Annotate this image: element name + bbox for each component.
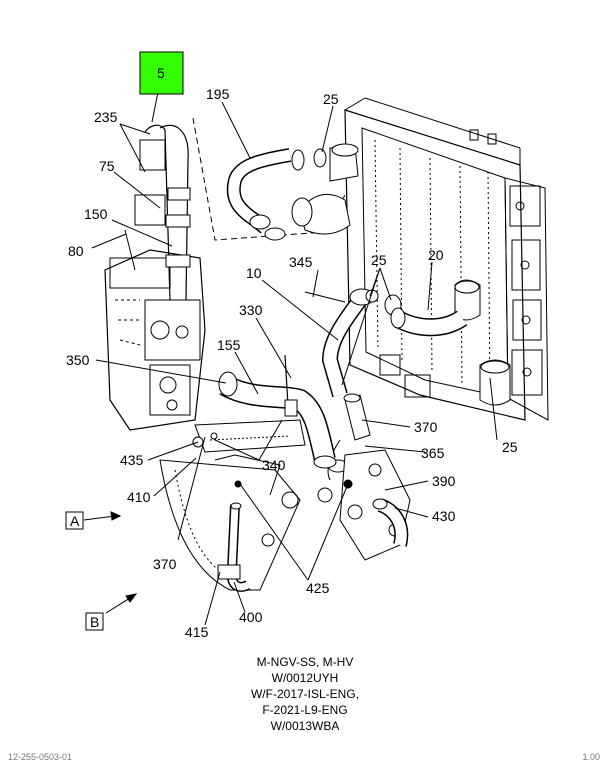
view-b-arrowhead [125,593,138,603]
callout-430[interactable]: 430 [432,508,456,524]
lower-frame [159,454,301,592]
callout-25-top[interactable]: 25 [323,91,339,107]
callout-390[interactable]: 390 [432,473,456,489]
view-a-arrowhead [110,511,122,521]
callout-350[interactable]: 350 [66,352,90,368]
leader-lines [91,81,498,626]
callout-80[interactable]: 80 [68,243,84,259]
footer-revision: 1.00 [582,752,600,762]
callout-330[interactable]: 330 [239,302,263,318]
note-line-2: W/0012UYH [271,671,339,685]
note-line-1: M-NGV-SS, M-HV [256,655,354,669]
callout-20[interactable]: 20 [428,247,444,263]
view-a-arrow-line [83,515,116,521]
callout-410[interactable]: 410 [127,489,151,505]
callout-345[interactable]: 345 [289,254,313,270]
callout-415[interactable]: 415 [185,624,209,640]
callout-435[interactable]: 435 [120,452,144,468]
callout-340[interactable]: 340 [262,457,286,473]
callout-235[interactable]: 235 [94,109,118,125]
footer-figure-id: 12-255-0503-01 [8,752,73,762]
callout-155[interactable]: 155 [217,337,241,353]
upper-neck [291,143,359,235]
applicability-notes: M-NGV-SS, M-HV W/0012UYH W/F-2017-ISL-EN… [190,654,420,734]
highlight-box[interactable] [139,51,184,95]
callout-5[interactable]: 5 [157,65,165,81]
view-b-box[interactable] [85,612,104,631]
callout-25-middle[interactable]: 25 [371,252,387,268]
bracket-340 [192,419,306,453]
hose-10 [304,288,402,398]
view-a-label: A [70,513,80,529]
note-line-3: W/F-2017-ISL-ENG, [250,687,360,701]
note-line-5: W/0013WBA [270,719,340,733]
lower-bracket [234,449,411,561]
callout-425[interactable]: 425 [306,580,330,596]
view-a-box[interactable] [65,511,84,530]
callout-370-left[interactable]: 370 [153,556,177,572]
callout-365[interactable]: 365 [421,445,445,461]
callout-370-right[interactable]: 370 [414,419,438,435]
callout-150[interactable]: 150 [84,206,108,222]
view-b-arrow-line [105,597,131,614]
callout-400[interactable]: 400 [239,609,263,625]
hose-195 [226,148,305,241]
callout-195[interactable]: 195 [206,86,230,102]
callout-75[interactable]: 75 [99,158,115,174]
hose-20 [390,307,468,337]
engine-block [104,124,206,431]
callout-10[interactable]: 10 [246,265,262,281]
hose-155 [218,354,337,469]
callout-25-bottom[interactable]: 25 [502,439,518,455]
radiator-assembly [344,97,549,421]
note-line-4: F-2021-L9-ENG [262,703,348,717]
view-b-label: B [90,614,99,630]
